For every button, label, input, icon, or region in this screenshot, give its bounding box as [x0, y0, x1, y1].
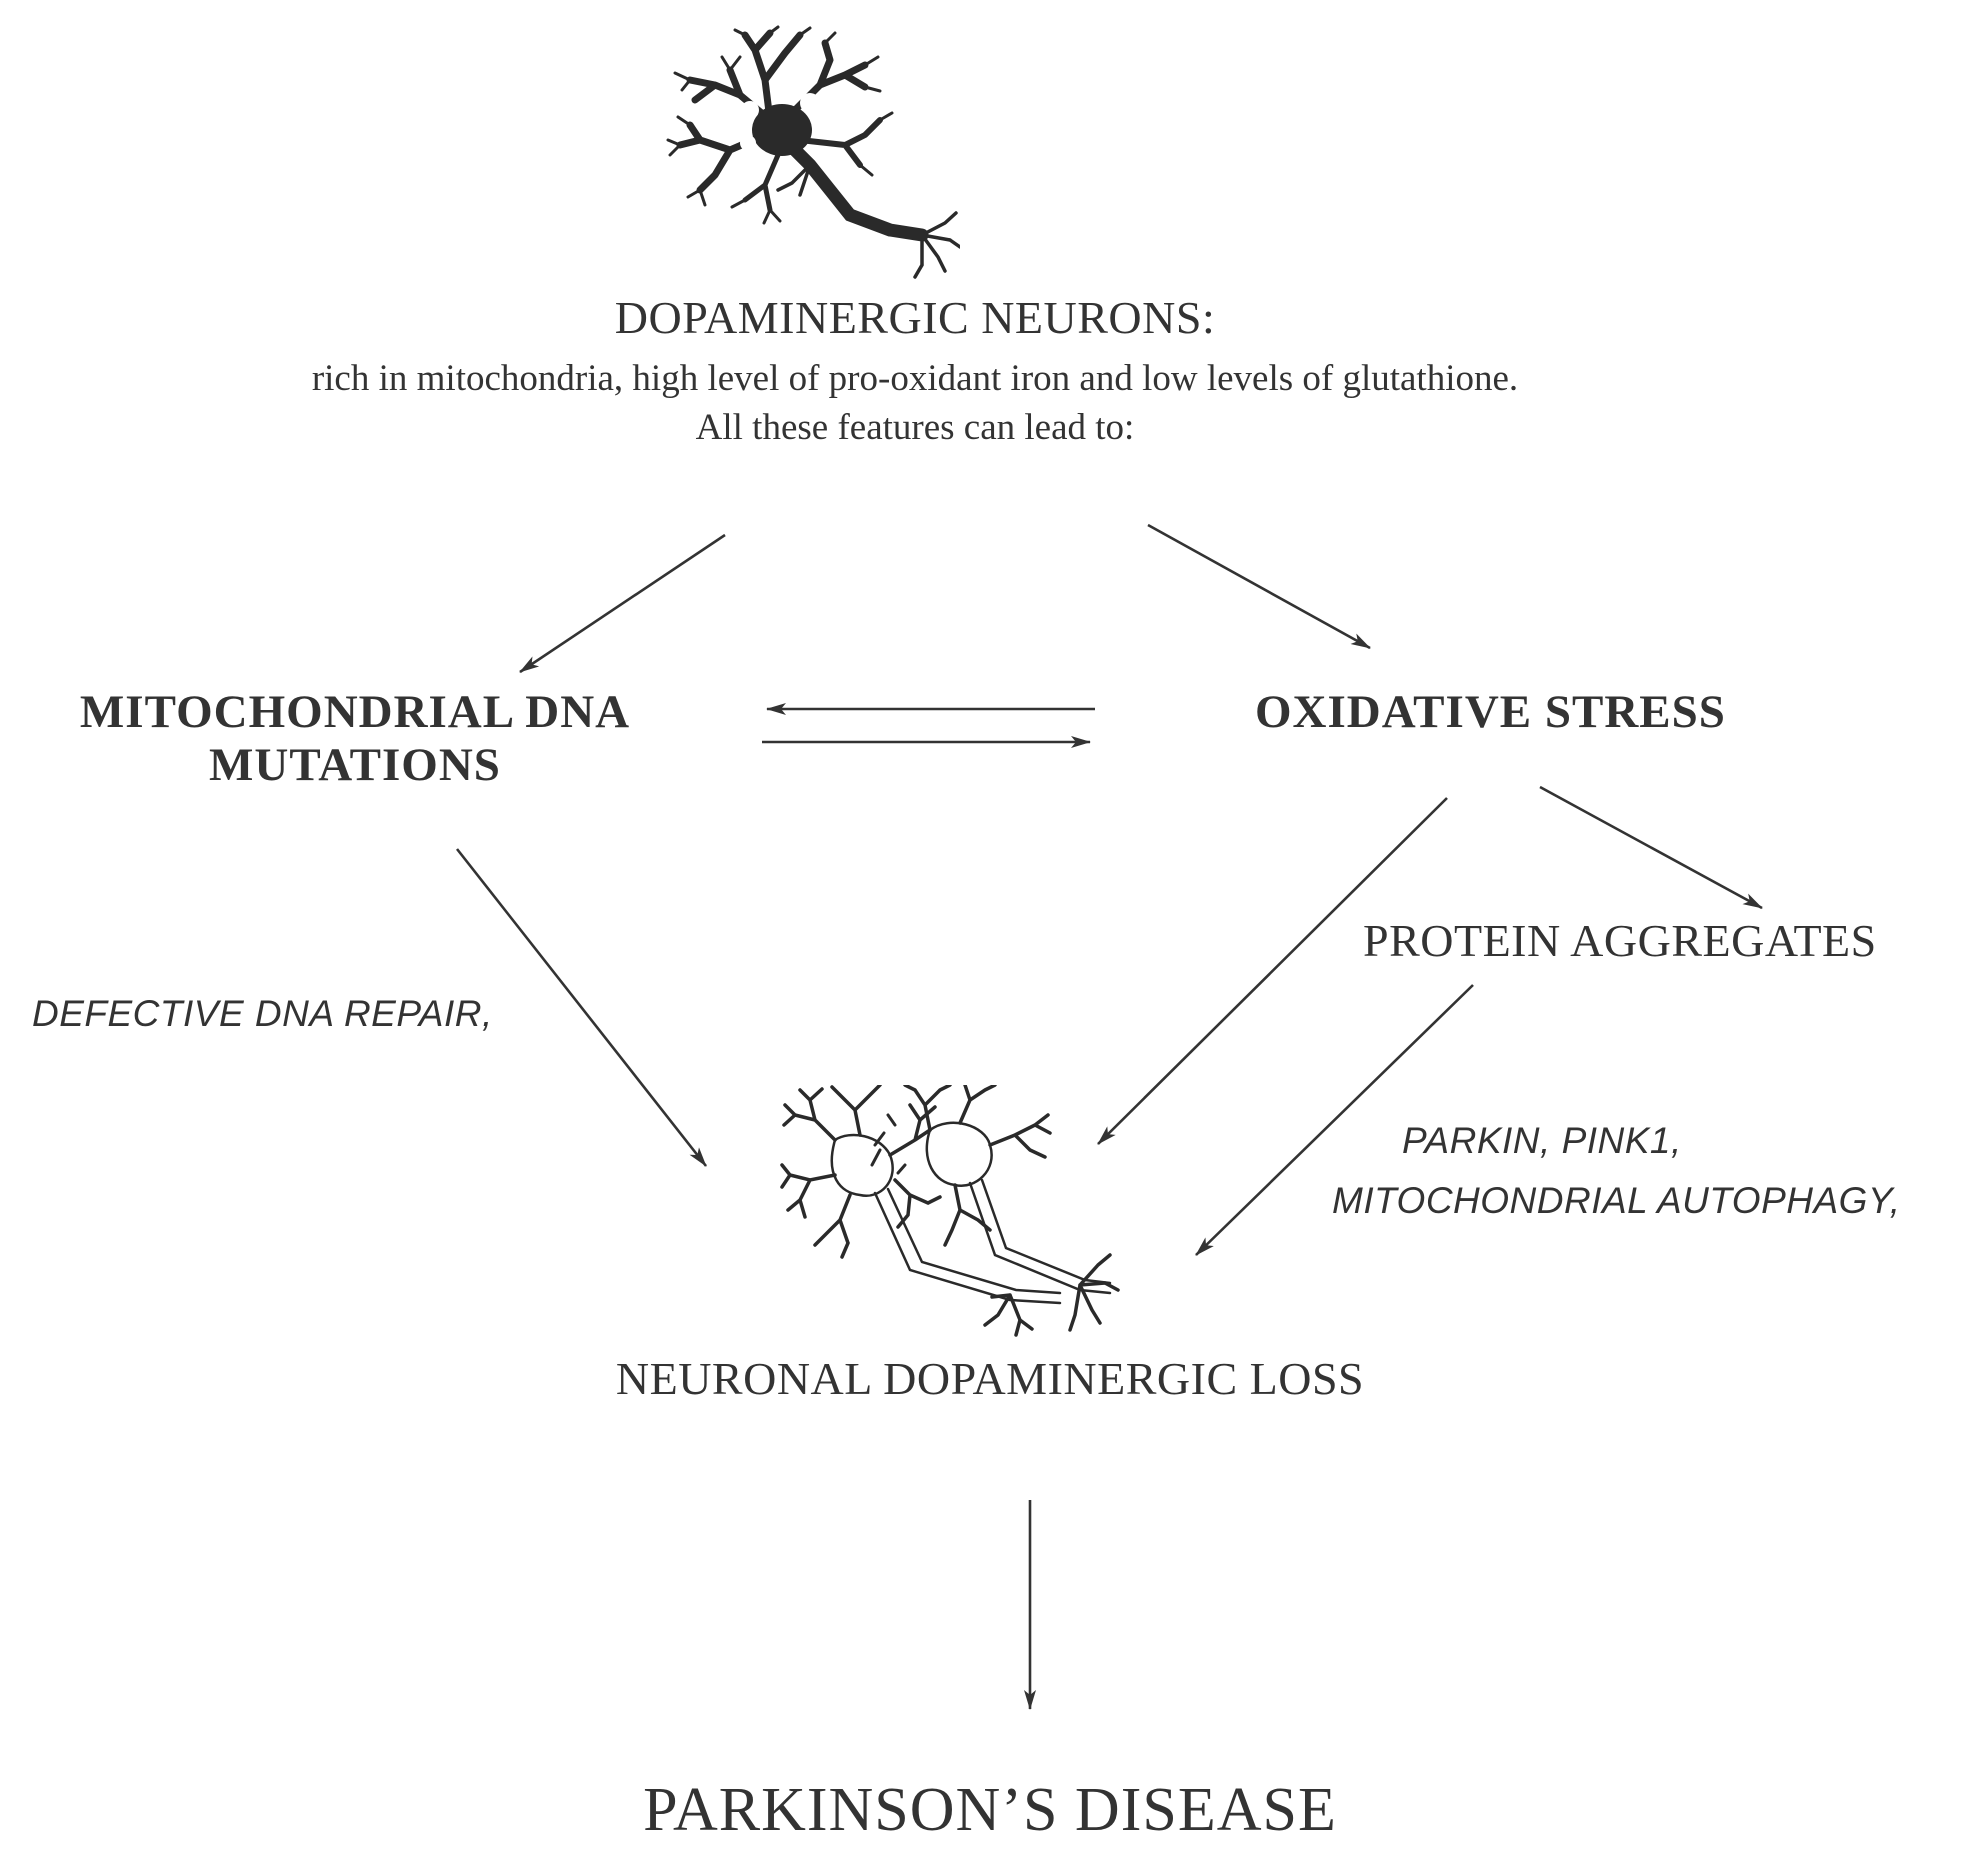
- features-lead-to-text: All these features can lead to:: [695, 407, 1135, 448]
- arrow-oxidative-to-protein: [1539, 785, 1763, 910]
- arrow-oxidative-to-loss: [1097, 797, 1448, 1145]
- protein-aggregates-label: PROTEIN AGGREGATES: [1363, 915, 1877, 966]
- arrow-protein-to-loss: [1195, 984, 1474, 1256]
- degenerating-neurons-icon: [780, 1085, 1120, 1337]
- mitochondrial-dna-mutations-line2: MUTATIONS: [209, 739, 501, 791]
- arrow-to-mito-dna: [519, 533, 726, 674]
- oxidative-stress-label: OXIDATIVE STRESS: [1255, 686, 1726, 738]
- defective-dna-repair-label: DEFECTIVE DNA REPAIR,: [32, 993, 493, 1034]
- arrow-to-oxidative-stress: [1147, 523, 1371, 650]
- healthy-neuron-icon: [666, 25, 960, 279]
- neuronal-dopaminergic-loss-label: NEURONAL DOPAMINERGIC LOSS: [615, 1353, 1365, 1404]
- dopaminergic-neurons-description: rich in mitochondria, high level of pro-…: [311, 358, 1519, 399]
- mitochondrial-autophagy-label: MITOCHONDRIAL AUTOPHAGY,: [1332, 1180, 1901, 1221]
- parkin-pink1-label: PARKIN, PINK1,: [1402, 1120, 1682, 1161]
- parkinsons-disease-label: PARKINSON’S DISEASE: [643, 1776, 1337, 1844]
- arrow-mito-to-loss: [455, 848, 708, 1167]
- dopaminergic-neurons-title: DOPAMINERGIC NEURONS:: [614, 292, 1216, 343]
- mitochondrial-dna-mutations-line1: MITOCHONDRIAL DNA: [79, 686, 631, 738]
